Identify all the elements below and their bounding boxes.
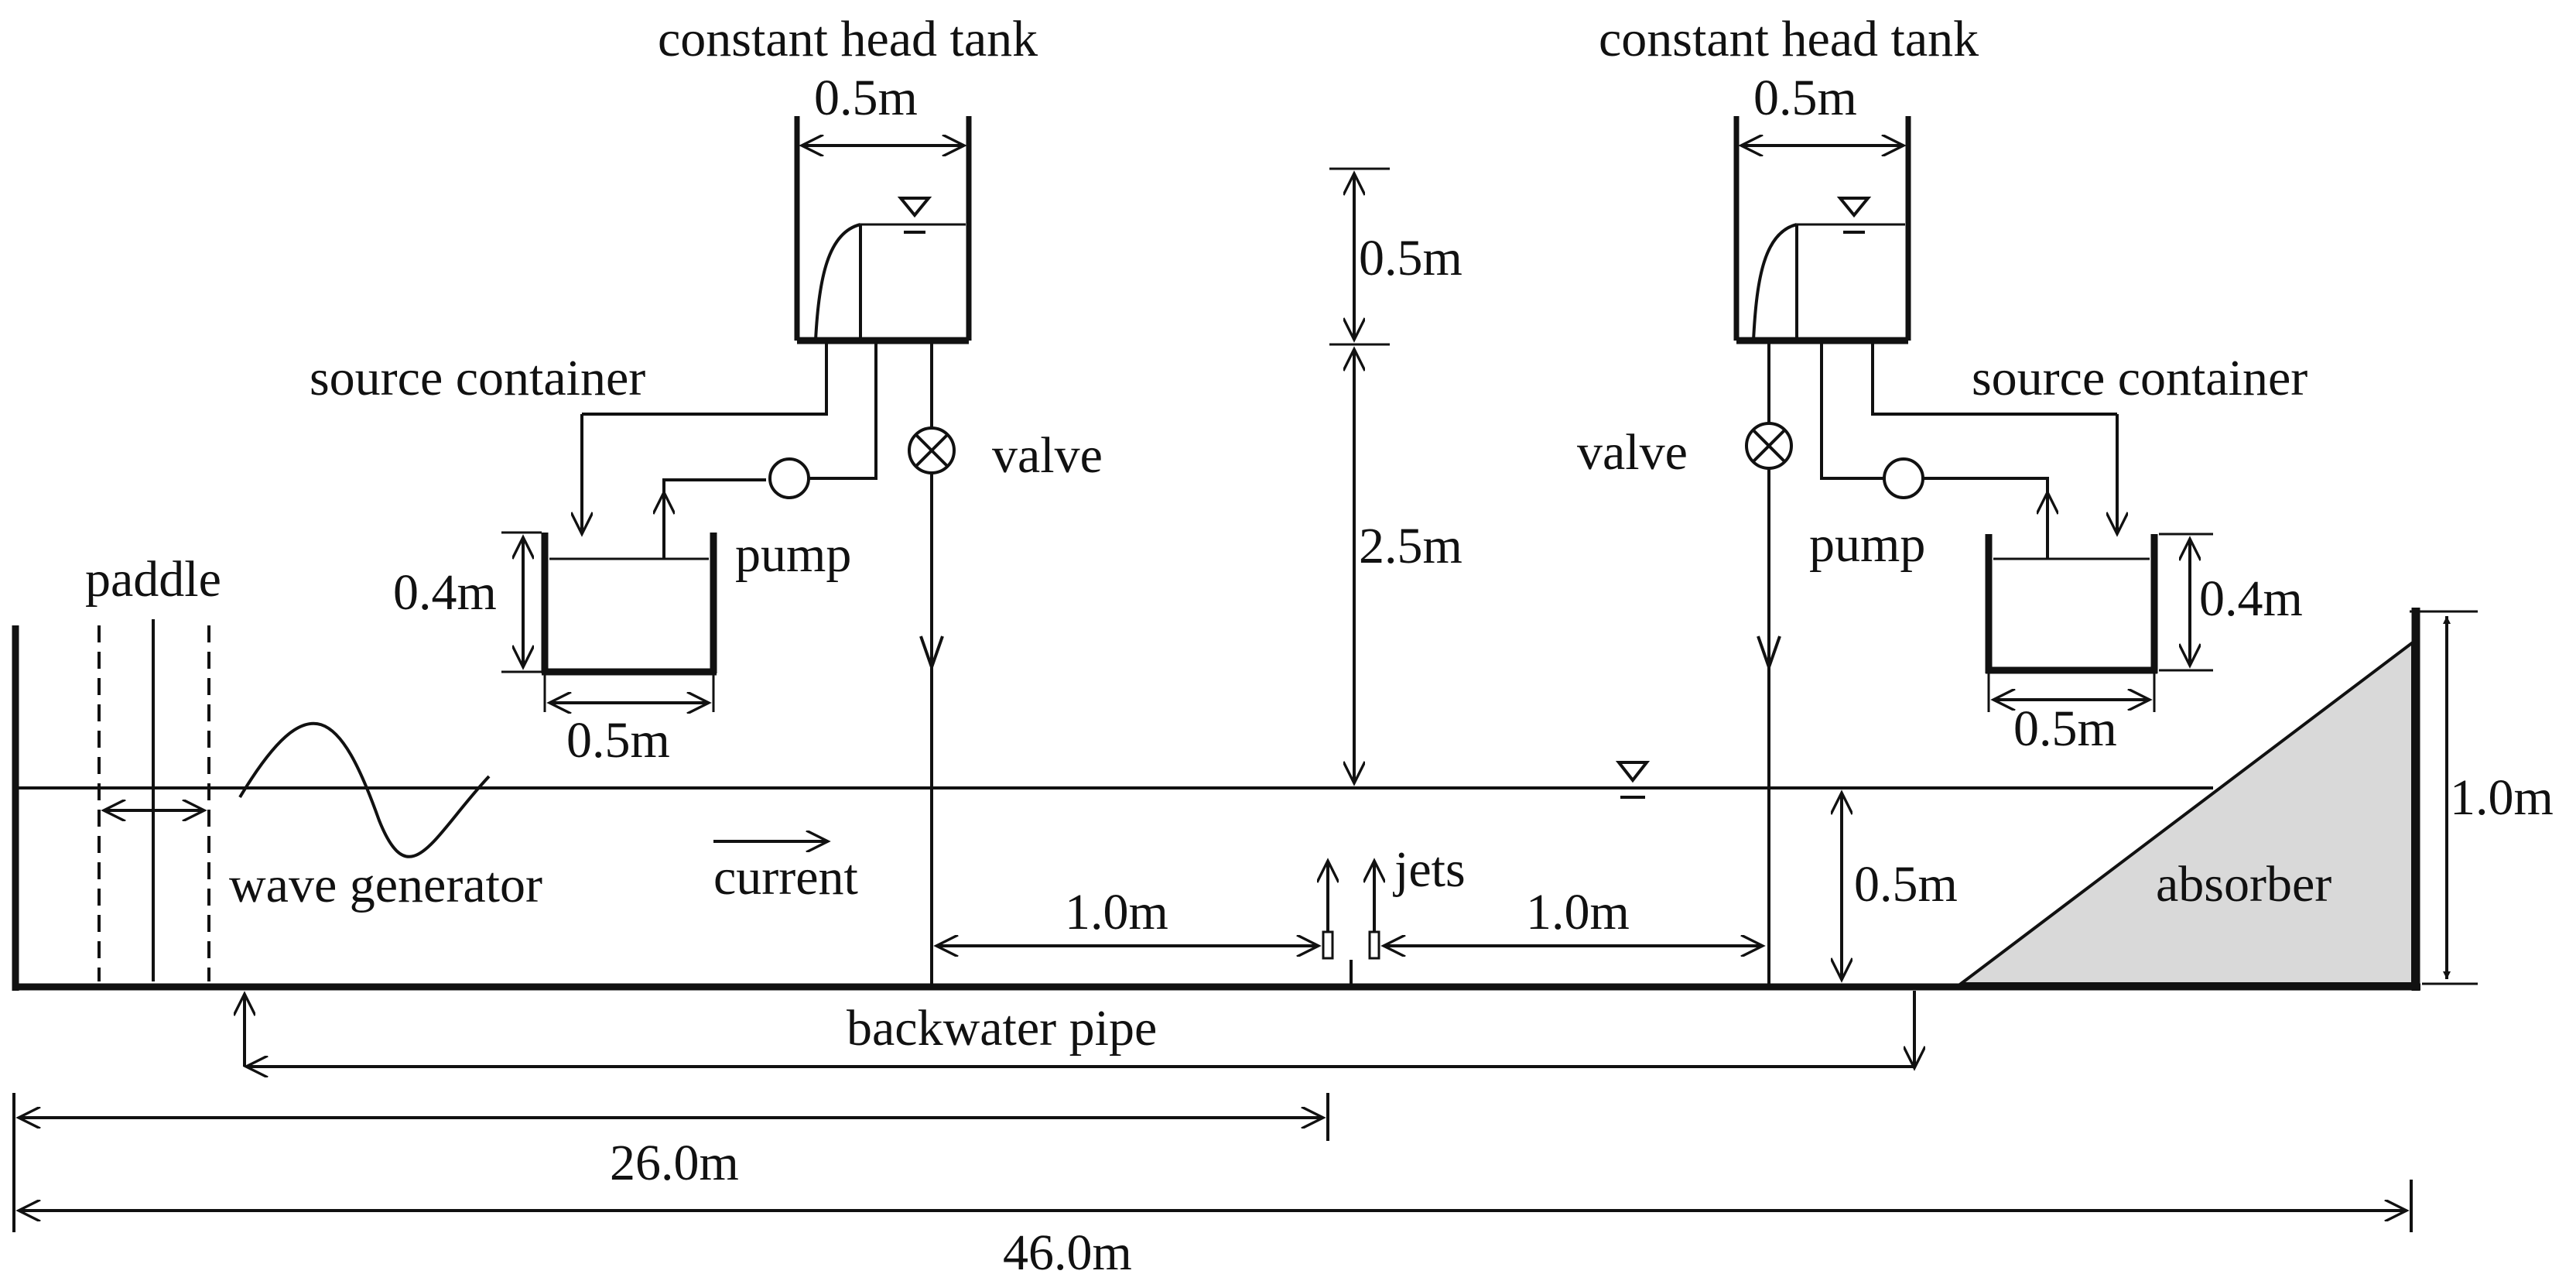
- jets-label: jets: [1393, 841, 1466, 898]
- source-right-label: source container: [1972, 350, 2307, 406]
- wave-generator-label: wave generator: [229, 857, 542, 913]
- jet-location-label: 26.0m: [610, 1135, 739, 1191]
- container-right-height-label: 0.4m: [2199, 570, 2303, 627]
- absorber-label: absorber: [2156, 856, 2331, 913]
- tank-left-title: constant head tank: [658, 11, 1038, 67]
- jet-supply-left: valve: [908, 341, 1103, 984]
- flume-height-dimension: 1.0m: [2410, 610, 2554, 985]
- flume-length-label: 46.0m: [1003, 1224, 1132, 1277]
- absorber-shape: [1956, 639, 2414, 985]
- water-depth-label: 0.5m: [1854, 856, 1958, 913]
- current-indicator: current: [713, 841, 858, 906]
- jet-supply-right: valve: [1577, 341, 1793, 984]
- backwater-pipe: backwater pipe: [245, 991, 1914, 1068]
- current-label: current: [713, 849, 858, 906]
- jet-right-distance-label: 1.0m: [1526, 884, 1630, 940]
- source-container-left: source container pump 0.4m 0.5m: [310, 341, 877, 769]
- overall-dimensions: 26.0m 46.0m: [12, 1093, 2413, 1281]
- container-right-width-label: 0.5m: [2013, 700, 2117, 757]
- valve-left-label: valve: [992, 427, 1103, 484]
- tank-elevation-dimension: 0.5m 2.5m: [1329, 167, 1462, 783]
- tank-height-label: 0.5m: [1359, 230, 1462, 286]
- elevation-label: 2.5m: [1359, 518, 1462, 574]
- jet-left-distance-label: 1.0m: [1065, 884, 1168, 940]
- flume-height-label: 1.0m: [2450, 769, 2554, 826]
- water-level-symbol: [1615, 761, 1651, 799]
- pump-right-label: pump: [1809, 516, 1925, 573]
- pump-right: [1883, 457, 1924, 499]
- pump-left-label: pump: [735, 526, 851, 583]
- wave-curve: [238, 721, 491, 858]
- container-left-width-label: 0.5m: [566, 712, 670, 769]
- flume: [12, 608, 2420, 991]
- water-depth-dimension: 0.5m: [1842, 793, 1958, 980]
- paddle-label: paddle: [85, 551, 221, 608]
- source-left-label: source container: [310, 350, 645, 406]
- wave-generator: paddle wave generator: [85, 551, 542, 981]
- backwater-pipe-label: backwater pipe: [847, 1000, 1157, 1057]
- source-container-right: source container pump 0.4m 0.5m: [1809, 341, 2307, 757]
- tank-right-title: constant head tank: [1599, 11, 1979, 67]
- tank-right-width-label: 0.5m: [1753, 70, 1857, 126]
- constant-head-tank-right: constant head tank 0.5m: [1599, 11, 1979, 344]
- jet-spacing-dimensions: 1.0m 1.0m: [936, 884, 1763, 946]
- valve-right-label: valve: [1577, 424, 1688, 481]
- jets: jets: [1323, 841, 1466, 984]
- constant-head-tank-left: constant head tank 0.5m: [658, 11, 1038, 344]
- pump-left: [768, 457, 810, 499]
- absorber: absorber: [1956, 639, 2414, 985]
- container-left-height-label: 0.4m: [393, 564, 497, 621]
- tank-left-width-label: 0.5m: [814, 70, 918, 126]
